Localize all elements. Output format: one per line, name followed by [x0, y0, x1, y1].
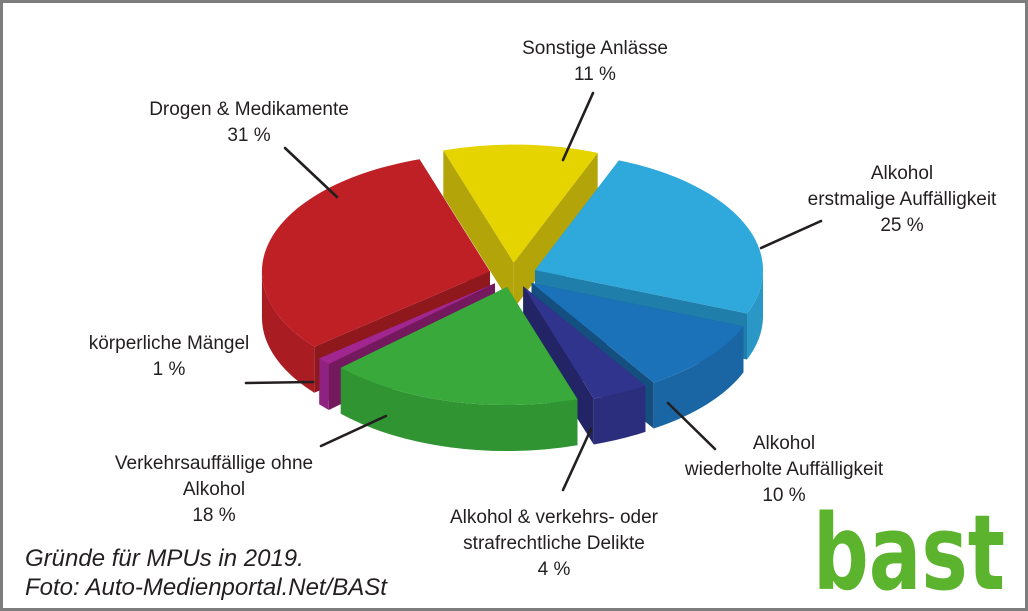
pie-slice-top-3: [523, 286, 646, 399]
slice-label-wiederholte: Alkohol wiederholte Auffälligkeit 10 %: [685, 431, 883, 509]
leader-line-sonstige: [561, 91, 595, 162]
slice-label-text: Alkohol & verkehrs- oder: [449, 507, 659, 528]
pie-chart: [244, 91, 823, 492]
pie-slice-wall-0: [443, 150, 514, 309]
slice-label-drogen: Drogen & Medikamente 31 %: [149, 97, 349, 149]
slice-label-text2: erstmalige Auffälligkeit: [807, 189, 997, 210]
slice-label-delikte: Alkohol & verkehrs- oder strafrechtliche…: [450, 505, 658, 583]
slice-label-text: Alkohol: [752, 433, 816, 454]
slice-label-text2: wiederholte Auffälligkeit: [684, 459, 884, 480]
slice-label-erstmalige: Alkohol erstmalige Auffälligkeit 25 %: [808, 161, 997, 239]
slice-label-text: Drogen & Medikamente: [149, 99, 349, 120]
slice-label-pct: 11 %: [574, 64, 616, 85]
pie-slice-top-4: [340, 287, 578, 406]
caption: Gründe für MPUs in 2019. Foto: Auto-Medi…: [25, 544, 387, 602]
pie-slice-rim-5: [319, 358, 329, 410]
slice-label-text: Sonstige Anlässe: [522, 38, 668, 59]
leader-lines: [244, 91, 823, 492]
caption-title: Gründe für MPUs in 2019.: [25, 545, 304, 572]
slice-label-pct: 25 %: [880, 215, 924, 236]
bast-logo-text: bast: [813, 499, 1005, 599]
slice-label-koerperliche: körperliche Mängel 1 %: [89, 331, 250, 383]
pie-slice-rim-2: [653, 326, 744, 429]
slice-label-pct: 31 %: [227, 125, 271, 146]
leader-line-wiederholte: [666, 401, 717, 451]
pie-slice-rim-3: [593, 385, 646, 445]
slice-label-text: Alkohol: [870, 163, 934, 184]
pie-slice-rim-4: [340, 367, 578, 452]
bast-logo: bast: [813, 492, 1013, 608]
leader-line-koerperliche: [244, 380, 315, 385]
leader-line-delikte: [561, 427, 593, 492]
pie-slice-rim-6: [261, 271, 315, 393]
slice-label-pct: 18 %: [192, 505, 236, 526]
caption-credit: Foto: Auto-Medienportal.Net/BASt: [25, 574, 387, 601]
pie-slice-top-2: [531, 282, 744, 383]
slice-label-text2: Alkohol: [182, 479, 246, 500]
pie-slice-wall-0: [513, 152, 598, 309]
pie-slice-top-1: [535, 160, 764, 314]
leader-line-verkehrsauffaellige: [319, 414, 388, 448]
leader-line-drogen: [283, 146, 339, 199]
slice-label-verkehrsauffaellige: Verkehrsauffällige ohne Alkohol 18 %: [115, 451, 313, 529]
pie-slice-top-6: [261, 159, 490, 347]
slice-label-text: Verkehrsauffällige ohne: [114, 453, 314, 474]
slice-label-pct: 1 %: [152, 359, 186, 380]
pie-slice-top-5: [319, 283, 495, 364]
slice-label-pct: 4 %: [537, 559, 571, 580]
slice-label-sonstige: Sonstige Anlässe 11 %: [522, 36, 668, 88]
slice-label-text2: strafrechtliche Delikte: [463, 533, 645, 554]
pie-slices: [261, 144, 764, 452]
pie-slice-rim-1: [747, 270, 764, 360]
bast-logo-svg: bast: [813, 492, 1005, 608]
leader-line-erstmalige: [759, 219, 823, 250]
slice-label-text: körperliche Mängel: [88, 333, 250, 354]
pie-slice-top-0: [443, 144, 598, 263]
